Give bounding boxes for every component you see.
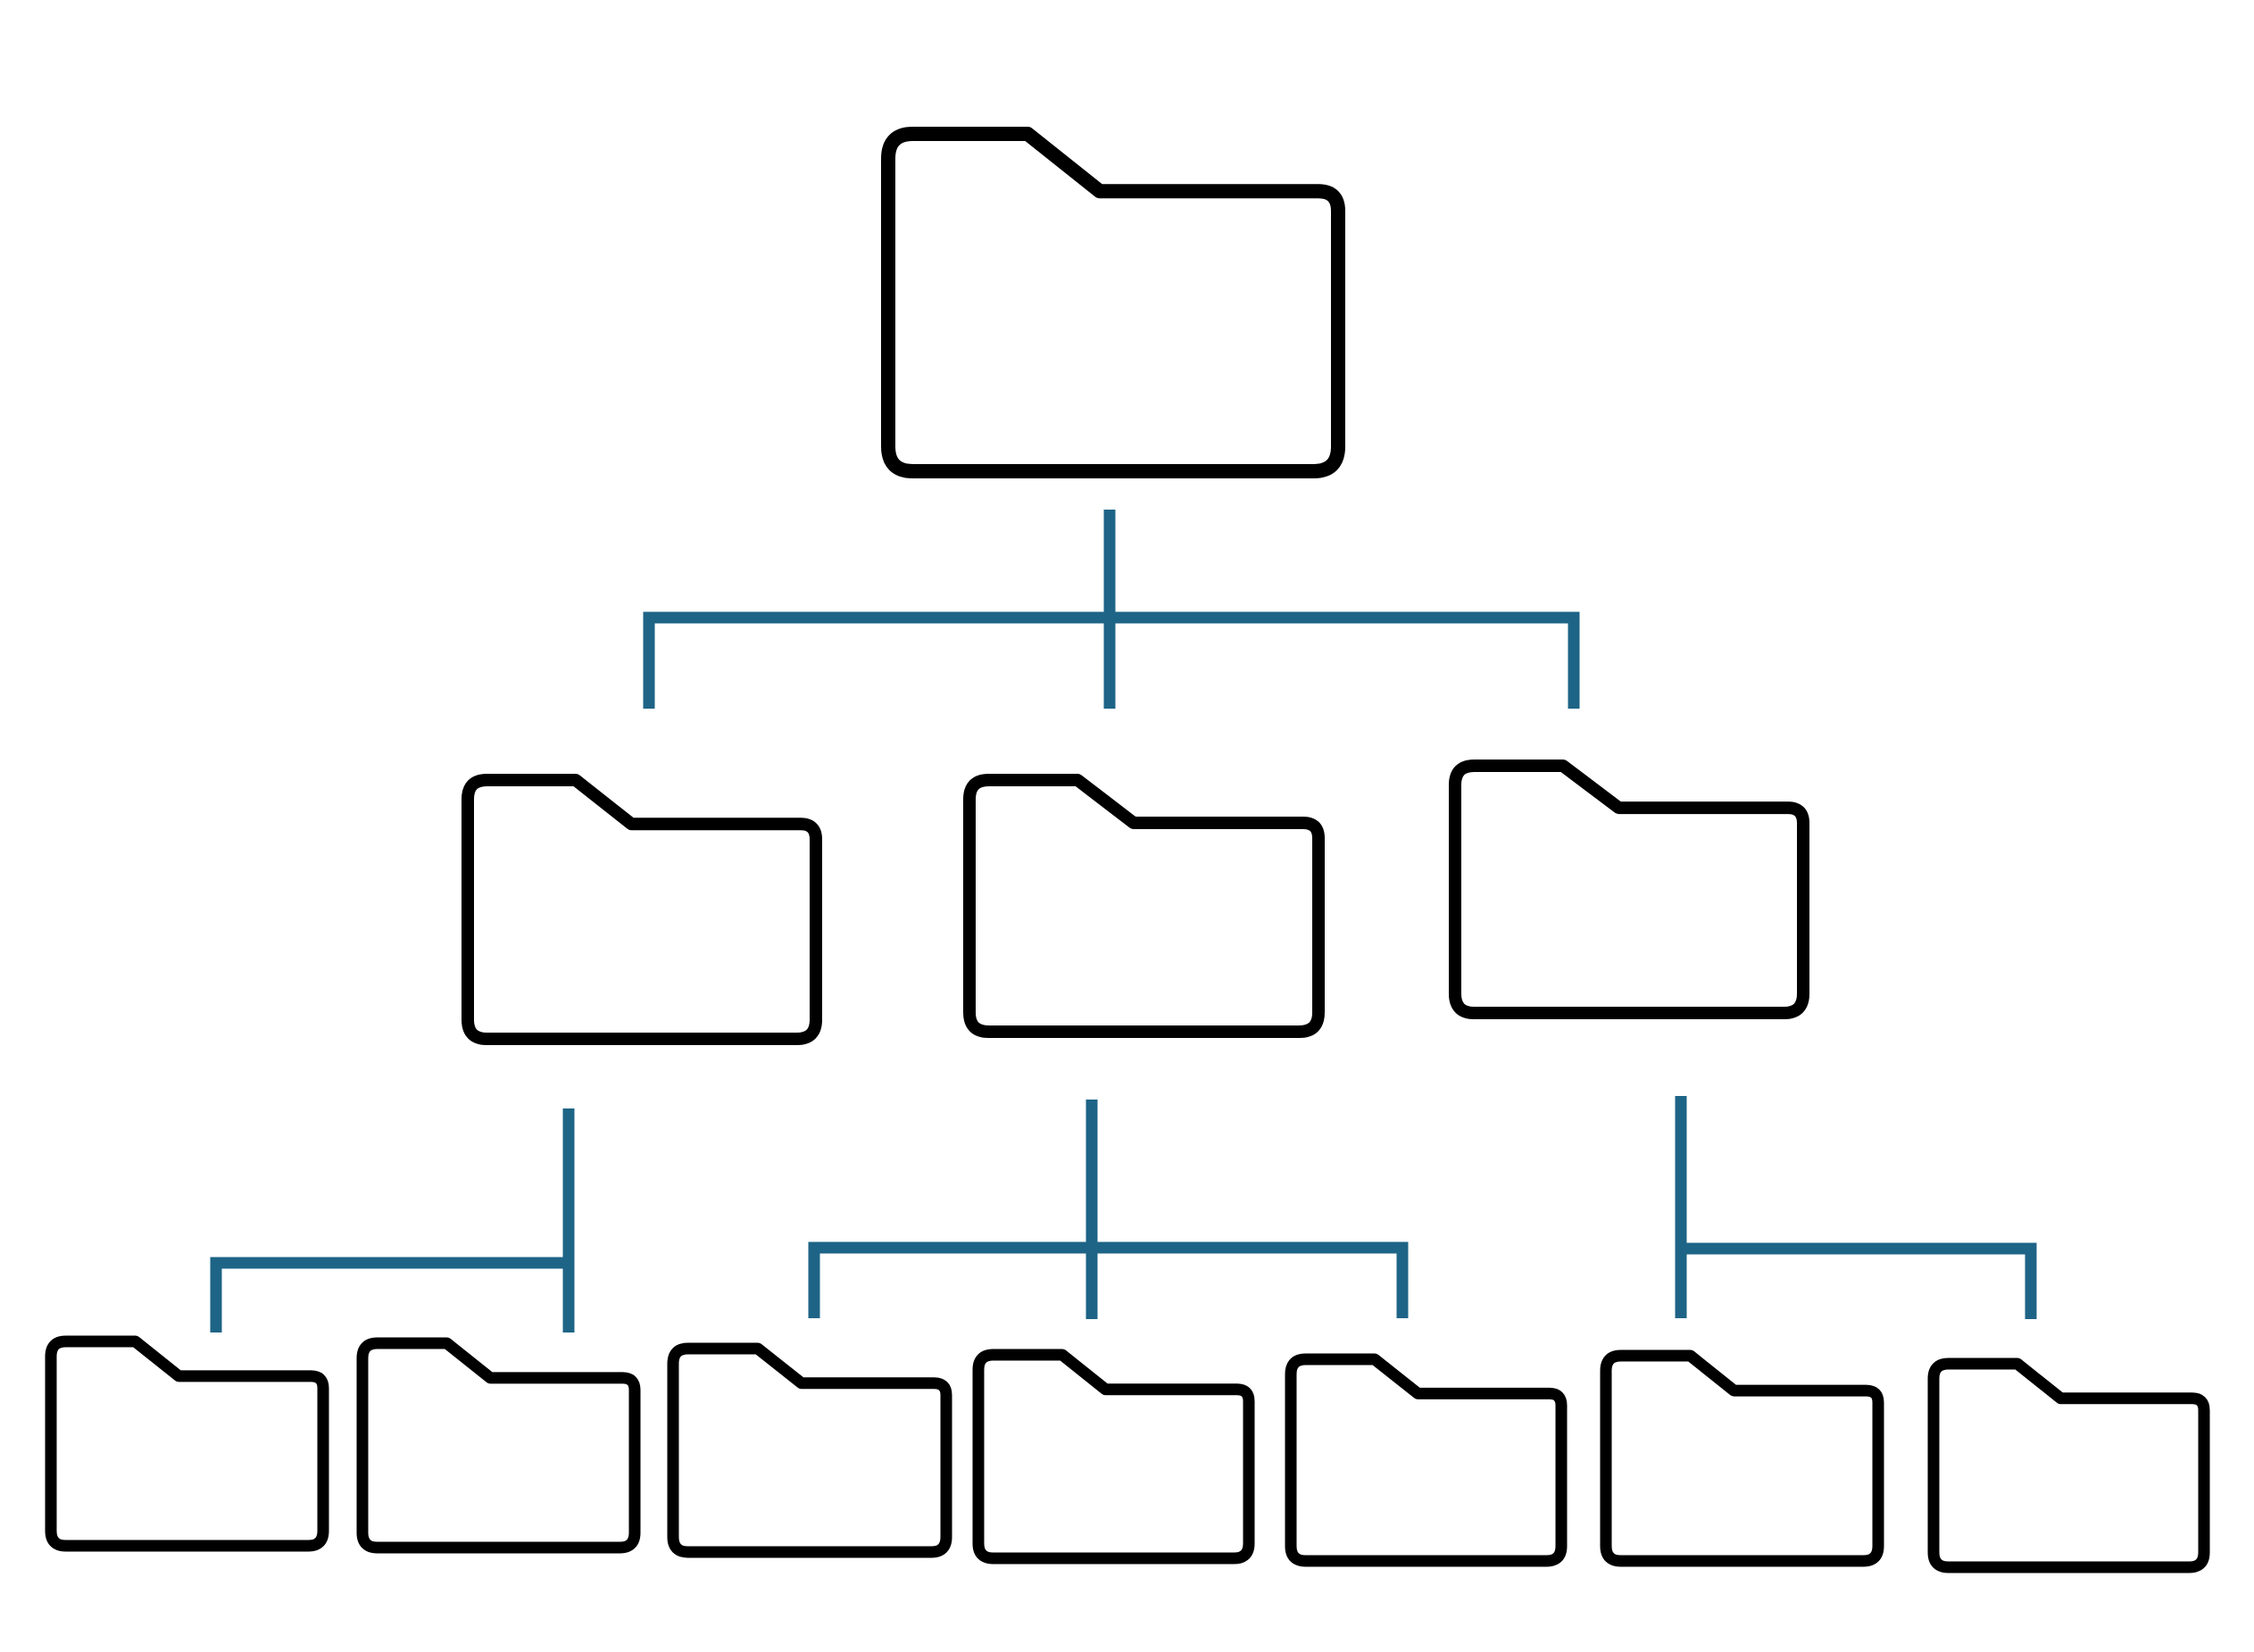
folder-icon-leaf-1 xyxy=(45,1335,329,1552)
connector-child-1-branch xyxy=(210,1108,575,1332)
connector-root-branch xyxy=(643,510,1580,709)
folder-icon-child-2 xyxy=(963,774,1325,1038)
folder-icon-child-3 xyxy=(1449,760,1809,1019)
connector-child-3-branch xyxy=(1675,1096,2037,1319)
folder-icon-leaf-6 xyxy=(1600,1349,1884,1567)
folder-icon-child-1 xyxy=(462,774,822,1045)
folder-icon-leaf-5 xyxy=(1285,1353,1568,1567)
folder-icon-leaf-7 xyxy=(1927,1357,2210,1573)
folder-icon-root xyxy=(881,127,1345,478)
connector-child-2-branch xyxy=(808,1100,1409,1319)
folder-icon-leaf-2 xyxy=(356,1337,641,1554)
folder-icon-leaf-3 xyxy=(667,1342,952,1558)
folder-icon-leaf-4 xyxy=(972,1349,1255,1565)
